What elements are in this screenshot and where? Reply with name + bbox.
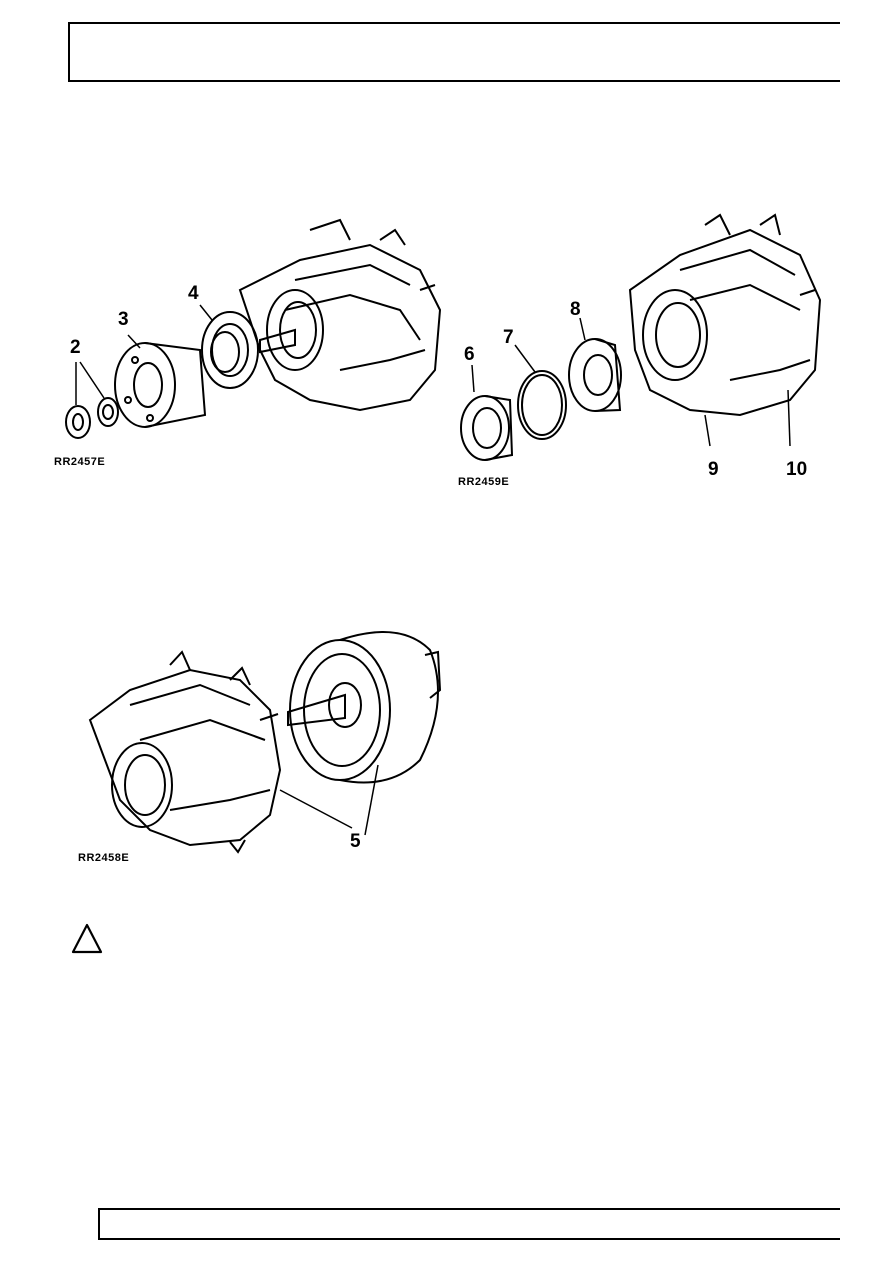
callout-8: 8 xyxy=(570,299,581,320)
figure-ref-rr2458e: RR2458E xyxy=(78,852,130,864)
figure-rr2457e: 2 3 4 RR2457E xyxy=(40,200,450,490)
page-header-frame xyxy=(68,22,840,82)
callout-7: 7 xyxy=(503,327,514,348)
page-footer-frame xyxy=(98,1208,840,1240)
figure-rr2457e-drawing xyxy=(65,218,442,439)
callout-10: 10 xyxy=(786,459,808,480)
figure-rr2458e: 5 RR2458E xyxy=(70,610,470,880)
callout-6: 6 xyxy=(464,344,475,365)
callout-2: 2 xyxy=(70,337,81,358)
callout-9: 9 xyxy=(708,459,719,480)
figure-rr2459e-drawing xyxy=(460,213,822,461)
callout-4: 4 xyxy=(188,283,199,304)
figure-ref-rr2457e: RR2457E xyxy=(54,456,106,468)
callout-5: 5 xyxy=(350,831,361,852)
figure-rr2459e: 6 7 8 9 10 RR2459E xyxy=(450,200,850,500)
callout-3: 3 xyxy=(118,309,129,330)
caution-triangle-icon xyxy=(71,923,103,954)
figure-ref-rr2459e: RR2459E xyxy=(458,476,510,488)
figure-rr2458e-drawing xyxy=(88,631,442,854)
